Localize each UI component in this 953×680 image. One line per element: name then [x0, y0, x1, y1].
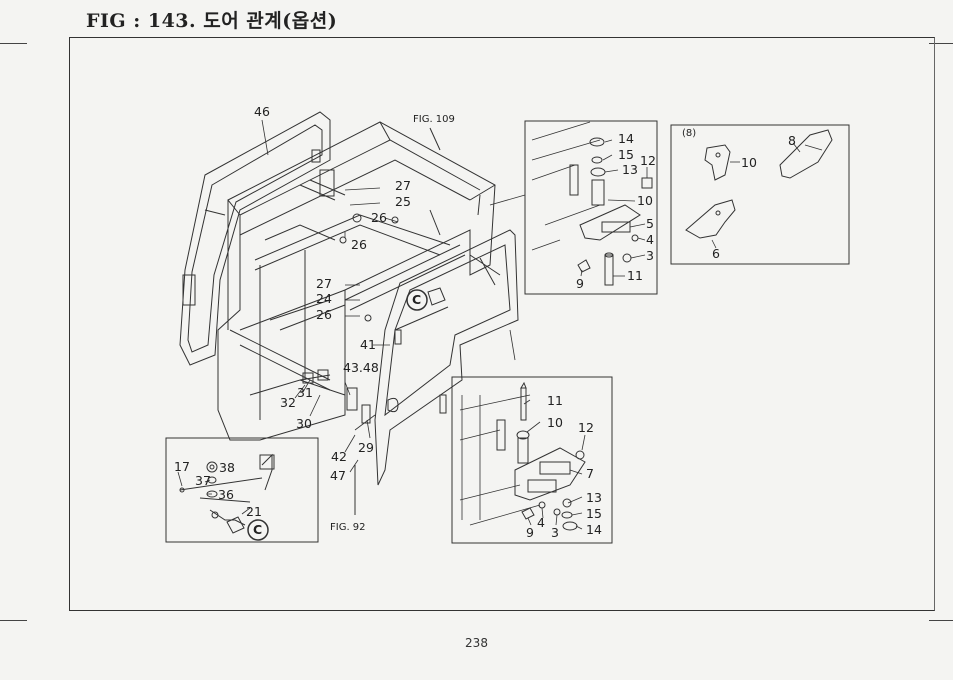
label-26c: 26: [316, 307, 332, 322]
label-26b: 26: [351, 237, 367, 252]
lock-parts-inset: [165, 437, 319, 543]
label-bl-21: 21: [246, 504, 262, 519]
label-br-11: 11: [547, 393, 563, 408]
fig109-leader: [429, 127, 441, 151]
bottom-right-rule: [929, 620, 953, 621]
label-br-14: 14: [586, 522, 602, 537]
diagram-frame: [69, 37, 935, 611]
cab-frame: [217, 121, 496, 441]
label-br-15: 15: [586, 506, 602, 521]
label-br-10: 10: [547, 415, 563, 430]
door-panel: [374, 229, 519, 486]
callout-c-letter-main: C: [412, 292, 421, 307]
upper-hinge-inset: [524, 120, 658, 295]
label-27a: 27: [395, 178, 411, 193]
label-24: 24: [316, 291, 332, 306]
part-labels: FIG. 109 FIG. 92 46 27 25 26 26 27 24 26…: [174, 104, 796, 540]
rear-window: [179, 111, 331, 366]
label-29: 29: [358, 440, 374, 455]
label-32: 32: [280, 395, 296, 410]
label-tr-5: 5: [646, 216, 654, 231]
label-31: 31: [297, 385, 313, 400]
label-opt-10: 10: [741, 155, 757, 170]
label-br-13: 13: [586, 490, 602, 505]
label-41: 41: [360, 337, 376, 352]
label-br-4: 4: [537, 515, 545, 530]
label-opt-6: 6: [712, 246, 720, 261]
label-bl-37: 37: [195, 473, 211, 488]
label-tr-9: 9: [576, 276, 584, 291]
option-inset: [670, 124, 850, 265]
label-27b: 27: [316, 276, 332, 291]
callout-c-letter-inset: C: [253, 522, 262, 537]
page-number: 238: [465, 636, 488, 650]
label-opt-8: 8: [788, 133, 796, 148]
fig109-ref: FIG. 109: [413, 114, 455, 125]
label-br-9: 9: [526, 525, 534, 540]
bottom-left-rule: [0, 620, 27, 621]
label-25: 25: [395, 194, 411, 209]
fig92-ref: FIG. 92: [330, 522, 366, 533]
label-option-mark: (8): [682, 128, 696, 139]
label-tr-14: 14: [618, 131, 634, 146]
label-tr-15: 15: [618, 147, 634, 162]
label-43-48: 43.48: [343, 360, 379, 375]
label-br-3: 3: [551, 525, 559, 540]
label-tr-3: 3: [646, 248, 654, 263]
top-right-rule: [929, 43, 953, 44]
label-tr-13: 13: [622, 162, 638, 177]
label-42: 42: [331, 449, 347, 464]
label-tr-10: 10: [637, 193, 653, 208]
main-leader-lines: [261, 119, 526, 473]
label-bl-38: 38: [219, 460, 235, 475]
label-26a: 26: [371, 210, 387, 225]
label-tr-12: 12: [640, 153, 656, 168]
label-br-7: 7: [586, 466, 594, 481]
label-tr-11: 11: [627, 268, 643, 283]
label-bl-17: 17: [174, 459, 190, 474]
label-30: 30: [296, 416, 312, 431]
label-46: 46: [254, 104, 270, 119]
label-br-12: 12: [578, 420, 594, 435]
label-bl-36: 36: [218, 487, 234, 502]
lower-hinge-inset: [451, 376, 613, 544]
callout-c-main: [406, 287, 446, 311]
top-left-rule: [0, 43, 27, 44]
label-tr-4: 4: [646, 232, 654, 247]
figure-title: FIG : 143. 도어 관계(옵션): [86, 10, 338, 32]
label-47: 47: [330, 468, 346, 483]
